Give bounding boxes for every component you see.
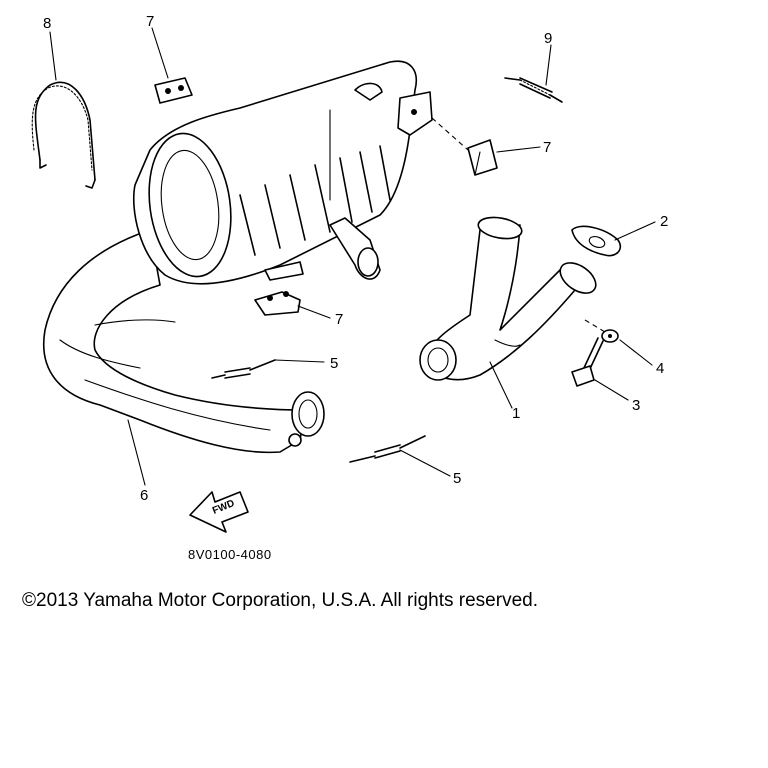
callout-7-right: 7 (543, 139, 551, 156)
copyright-notice: ©2013 Yamaha Motor Corporation, U.S.A. A… (22, 590, 538, 611)
spring-top-drawing (504, 77, 563, 103)
callout-9: 9 (544, 30, 552, 47)
gasket-drawing (571, 225, 622, 257)
spring-bottom-drawing (349, 435, 426, 463)
joint-pipe-drawing (419, 216, 597, 381)
damper-right-drawing (467, 139, 498, 176)
callout-2: 2 (660, 213, 668, 230)
muffler-drawing (132, 60, 433, 285)
callout-1: 1 (512, 405, 520, 422)
exhaust-pipe-drawing (43, 229, 325, 454)
callout-7-top: 7 (146, 13, 154, 30)
damper-top-drawing (154, 77, 193, 104)
callout-7-bottom: 7 (335, 311, 343, 328)
callout-8: 8 (43, 15, 51, 32)
callout-4: 4 (656, 360, 664, 377)
callout-3: 3 (632, 397, 640, 414)
callout-6: 6 (140, 487, 148, 504)
long-spring-drawing (31, 81, 96, 189)
damper-bottom-drawing (254, 291, 301, 316)
callout-5-mid: 5 (330, 355, 338, 372)
callout-5-bottom: 5 (453, 470, 461, 487)
leader-lines (49, 27, 656, 486)
spring-mid-drawing (211, 359, 276, 379)
fwd-arrow: FWD (189, 491, 249, 533)
washer-drawing (601, 329, 619, 343)
bolt-drawing (571, 337, 604, 387)
drawing-code: 8V0100-4080 (188, 547, 272, 562)
